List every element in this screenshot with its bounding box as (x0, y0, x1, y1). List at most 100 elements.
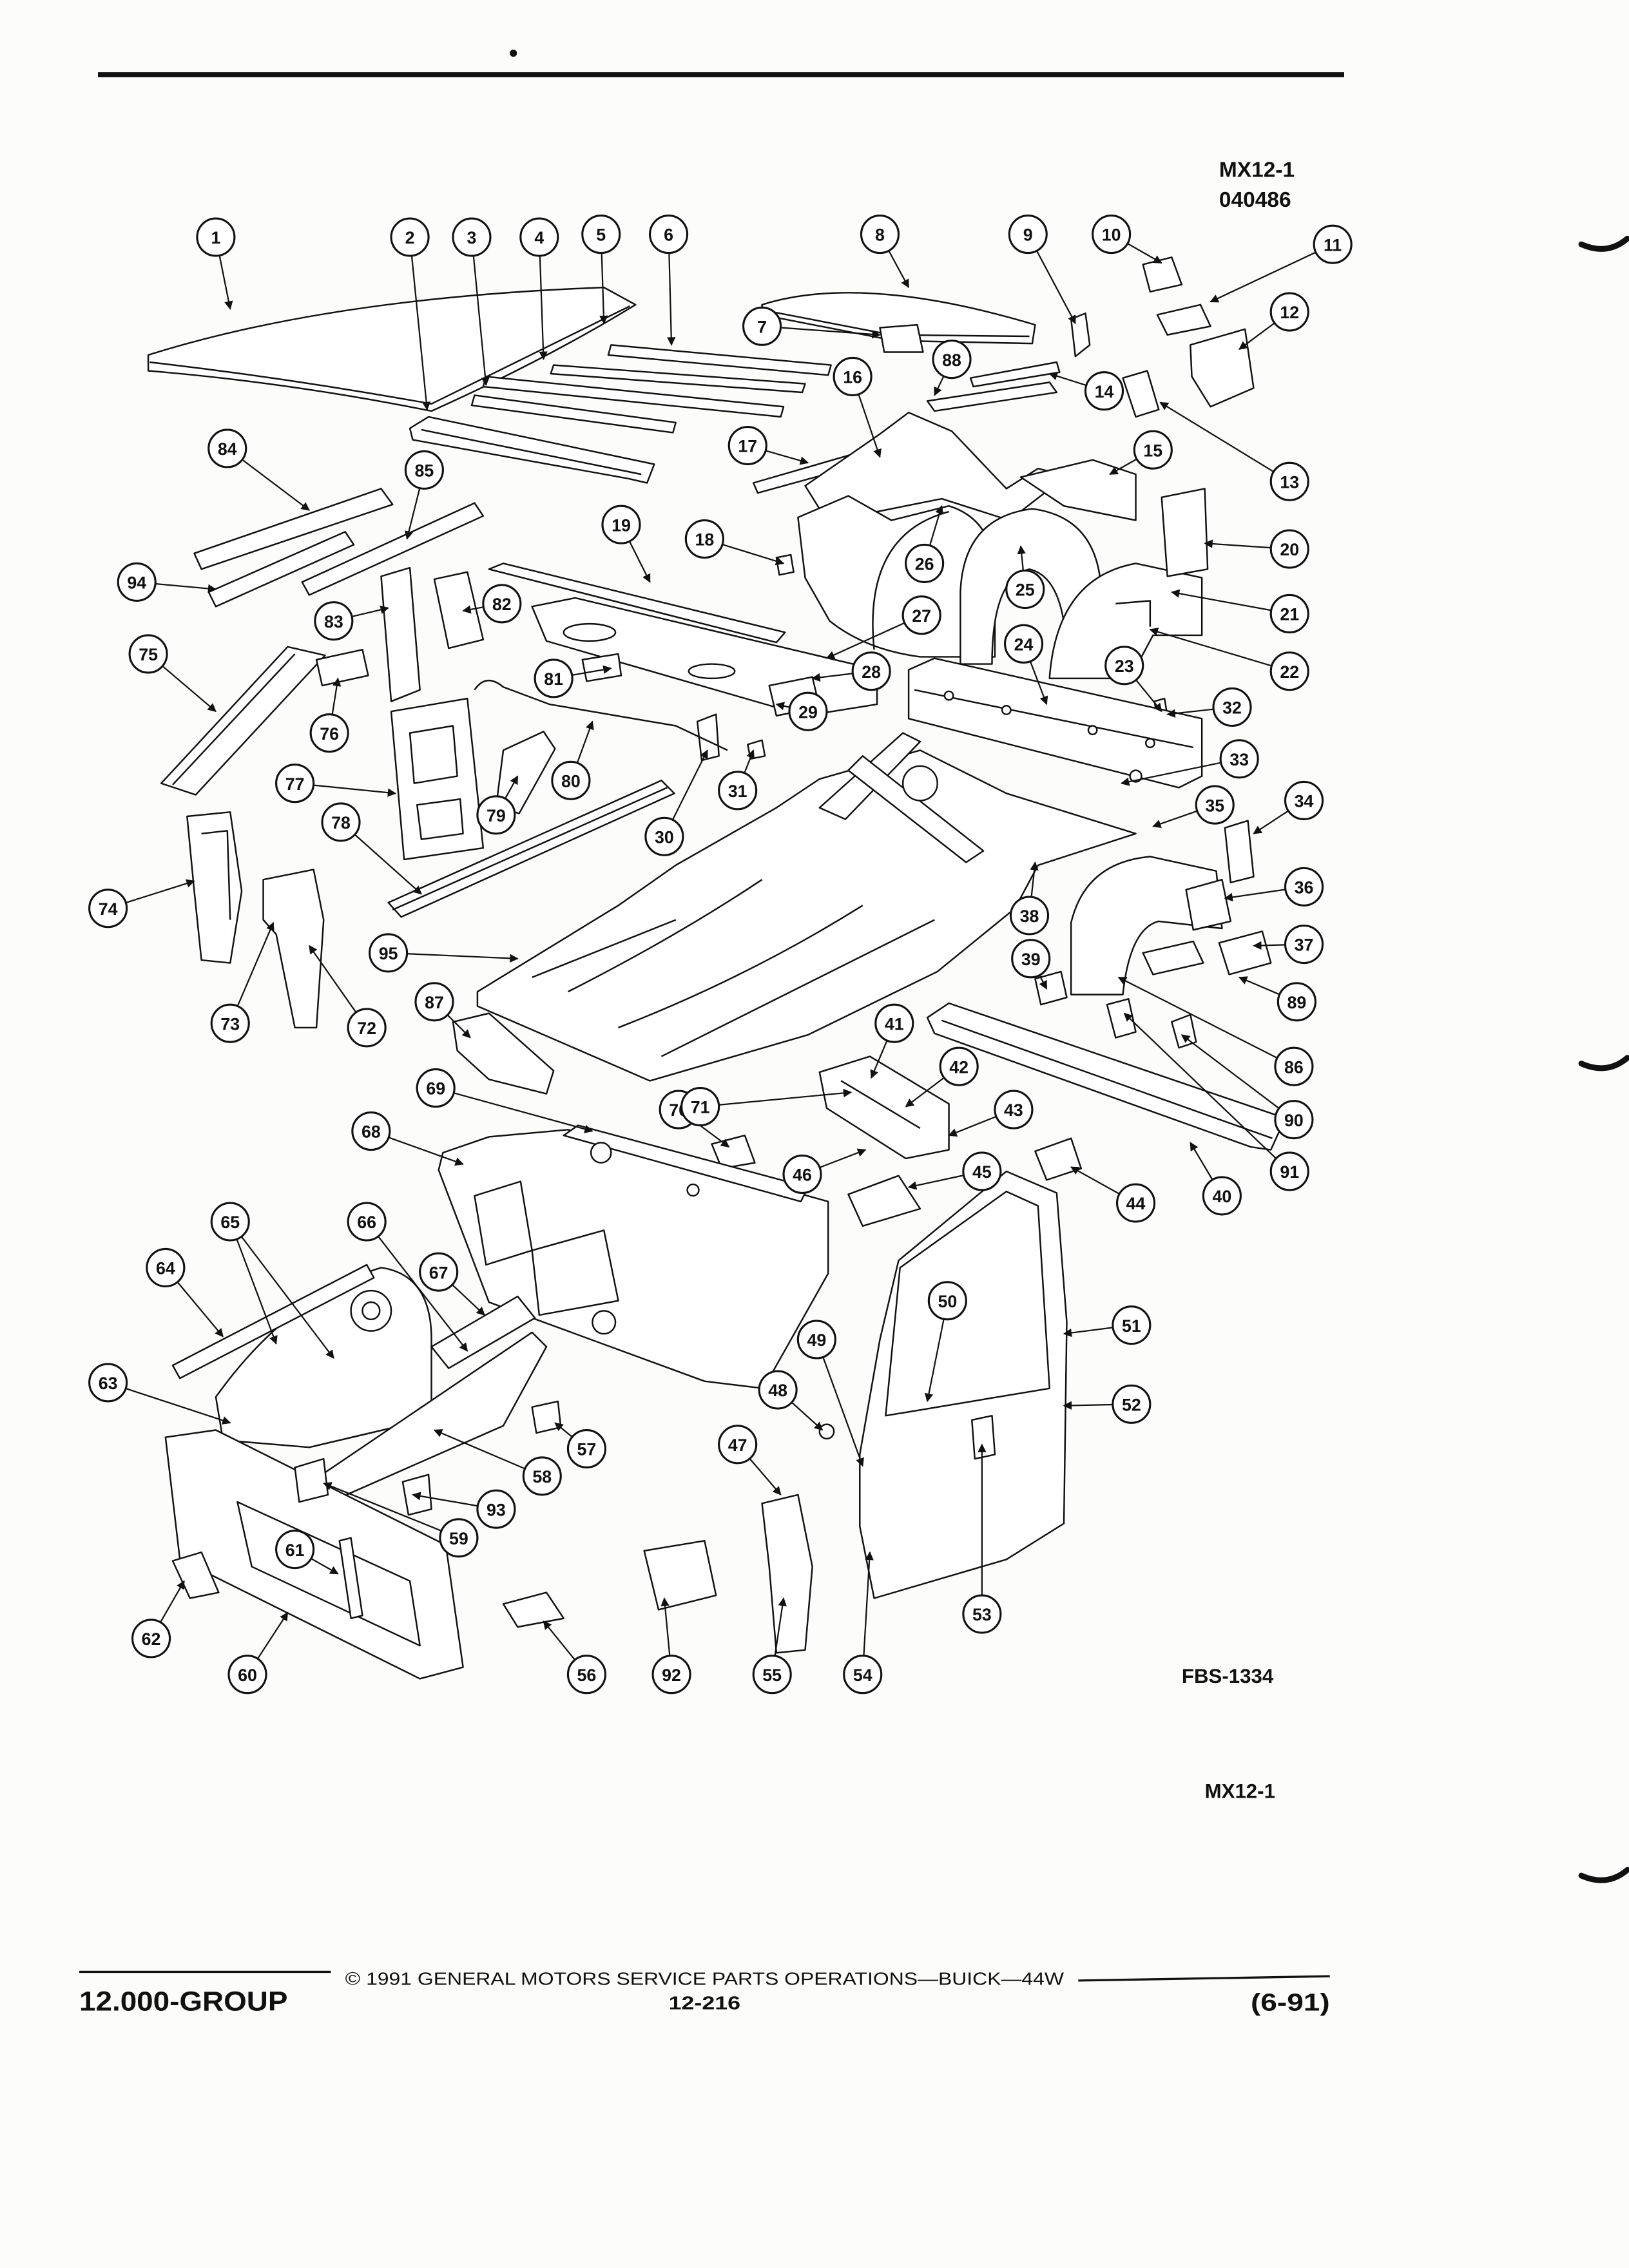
callout-bubble: 49 (796, 1320, 836, 1360)
leader-line (905, 1077, 945, 1108)
callout-number: 51 (1122, 1316, 1141, 1336)
callout-number: 39 (1021, 950, 1041, 969)
callout-bubble: 15 (1133, 430, 1173, 470)
callout-circle (1009, 896, 1050, 936)
callout-bubble: 82 (482, 584, 522, 624)
copyright-line: © 1991 GENERAL MOTORS SERVICE PARTS OPER… (345, 1969, 1065, 1989)
quarter-brace (1019, 459, 1137, 521)
leader-line (433, 1429, 526, 1470)
leader-line (1149, 628, 1272, 667)
callout-circle (728, 425, 767, 466)
floor-tunnel (567, 879, 763, 993)
leader-line (599, 253, 608, 325)
callout-circle (1112, 1305, 1152, 1345)
callout-bubble: 90 (1274, 1100, 1314, 1140)
callout-bubble: 20 (1269, 529, 1309, 569)
callout-circle (601, 505, 641, 544)
leader-line (447, 1014, 471, 1039)
door (859, 1170, 1068, 1599)
bracket (1034, 1137, 1083, 1181)
dash-panel (438, 1129, 829, 1390)
bracket (581, 653, 622, 682)
callout-bubble: 88 (932, 340, 972, 380)
callout-circle (1284, 867, 1324, 907)
callout-circle (1008, 215, 1048, 255)
callout-number: 11 (1324, 235, 1342, 255)
callout-bubble: 4 (519, 217, 559, 257)
callout-number: 62 (142, 1629, 161, 1649)
callout-circle (519, 217, 559, 257)
leader-line (378, 1236, 468, 1352)
callout-circle (680, 1087, 720, 1127)
panel-cutout (409, 725, 458, 784)
leader-line (722, 543, 785, 566)
callout-circle (1269, 593, 1309, 634)
callout-number: 55 (762, 1666, 782, 1685)
callout-number: 71 (691, 1098, 710, 1117)
callout-bubble: 7 (742, 306, 782, 346)
callout-number: 31 (728, 782, 747, 801)
callout-number: 46 (793, 1166, 812, 1185)
leader-line (924, 1318, 945, 1403)
hole (943, 690, 954, 701)
callout-circle (476, 795, 516, 835)
leader-line (1117, 976, 1278, 1059)
side-rail (193, 488, 394, 570)
bracket (643, 1540, 717, 1611)
callout-circle (718, 1425, 758, 1465)
side-rail (301, 502, 485, 596)
callout-number: 48 (768, 1381, 787, 1400)
wheel-arch-line (872, 510, 949, 650)
callout-number: 74 (99, 899, 118, 919)
callout-bubble: 16 (833, 356, 872, 396)
hinge-pillar-inner (262, 869, 325, 1029)
callout-number: 25 (1016, 581, 1035, 600)
callout-number: 95 (379, 944, 398, 963)
callout-number: 28 (862, 662, 881, 682)
callout-number: 75 (139, 645, 158, 664)
callout-bubble: 29 (788, 691, 828, 731)
bracket (1142, 940, 1204, 975)
callout-circle (1104, 646, 1144, 686)
callout-number: 79 (487, 806, 506, 825)
callout-circle (860, 215, 900, 255)
callout-number: 64 (156, 1259, 175, 1278)
callout-number: 5 (596, 226, 606, 245)
callout-bubble: 35 (1195, 785, 1235, 825)
leader-line (774, 1597, 787, 1657)
door-window-frame (885, 1190, 1050, 1417)
callout-circle (88, 1363, 128, 1403)
callout-bubble: 64 (146, 1247, 186, 1288)
callout-number: 93 (487, 1500, 506, 1519)
leader-line (236, 921, 275, 1007)
callout-number: 57 (577, 1440, 597, 1459)
callout-bubble: 73 (210, 1003, 250, 1043)
callout-bubble: 84 (207, 428, 247, 468)
bracket (1224, 820, 1255, 883)
callout-circle (275, 764, 315, 803)
leader-line (718, 1088, 853, 1106)
dash-hole (592, 1310, 617, 1335)
callout-circle (227, 1655, 267, 1695)
callout-bubble: 14 (1084, 371, 1124, 411)
leader-line (1253, 810, 1289, 834)
callout-bubble: 83 (314, 601, 354, 641)
callout-circle (390, 217, 430, 257)
callout-circle (369, 933, 409, 973)
quarter-extension (1161, 488, 1209, 577)
callout-bubble: 19 (601, 505, 641, 544)
callout-circle (414, 982, 454, 1022)
callout-circle (833, 356, 872, 396)
door-pillar (761, 1494, 813, 1654)
clip (775, 553, 795, 576)
callout-number: 60 (238, 1666, 257, 1685)
callout-circle (351, 1111, 391, 1151)
callout-bubble: 17 (728, 425, 767, 466)
callout-circle (927, 1281, 967, 1321)
header-date-code: 040486 (1219, 188, 1291, 212)
callout-bubble: 12 (1269, 292, 1309, 332)
callout-number: 34 (1295, 792, 1314, 811)
callout-circle (1269, 529, 1309, 569)
callout-number: 20 (1280, 540, 1299, 559)
